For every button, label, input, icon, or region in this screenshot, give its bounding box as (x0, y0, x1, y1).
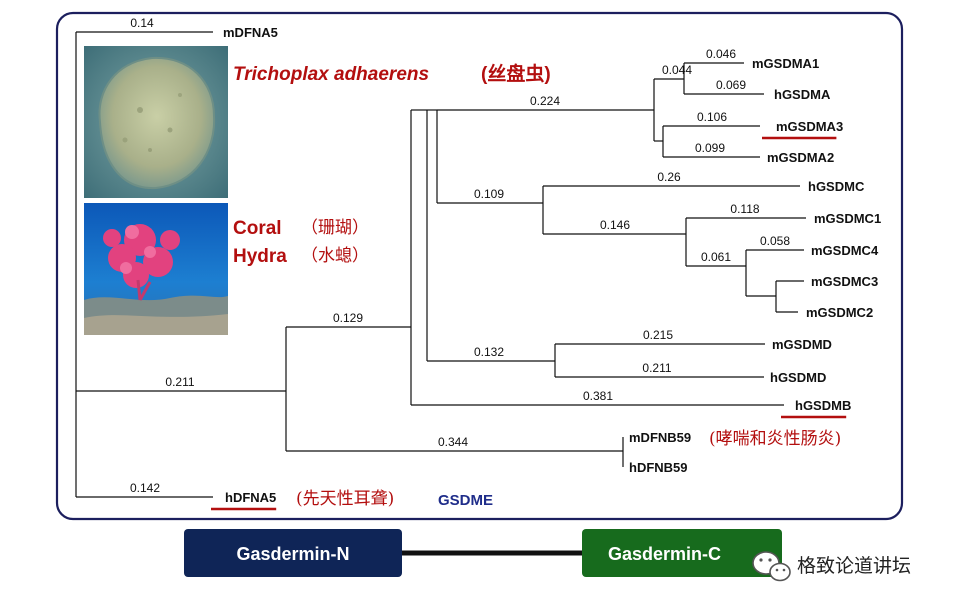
leaf-mGSDMA1: mGSDMA1 (752, 56, 819, 71)
trichoplax-cn-label: (丝盘虫) (481, 62, 551, 85)
branch-length-mDFNA5: 0.14 (130, 16, 154, 30)
watermark: 格致论道讲坛 (752, 551, 911, 582)
branch-length-cladeGSDM: 0.129 (333, 311, 363, 325)
gasdermin-n-domain (184, 529, 402, 577)
branch-length-cladeD: 0.132 (474, 345, 504, 359)
leaf-mGSDMC4: mGSDMC4 (811, 243, 879, 258)
trichoplax-photo (84, 46, 228, 198)
leaf-mGSDMC1: mGSDMC1 (814, 211, 881, 226)
branch-length-hGSDMC: 0.26 (657, 170, 681, 184)
hdfna5-disease-note: (先天性耳聋) (296, 489, 394, 509)
coral-label: Coral (233, 218, 282, 239)
leaf-mDFNB59: mDFNB59 (629, 430, 691, 445)
leaf-hGSDMB: hGSDMB (795, 398, 851, 413)
trichoplax-label: Trichoplax adhaerens (233, 64, 429, 85)
branch-length-cladeDFNB59: 0.344 (438, 435, 468, 449)
branch-length-mGSDMA3: 0.106 (697, 110, 727, 124)
branch-length-mGSDMC4: 0.058 (760, 234, 790, 248)
branch-length-cladeAC: 0.109 (474, 187, 504, 201)
branch-length-hDFNA5: 0.142 (130, 481, 160, 495)
dfnb59-disease-note: (哮喘和炎性肠炎) (709, 429, 841, 449)
branch-length-hGSDMA: 0.069 (716, 78, 746, 92)
leaf-hGSDMD: hGSDMD (770, 370, 826, 385)
leaf-mGSDMC2: mGSDMC2 (806, 305, 873, 320)
gasdermin-c-domain (582, 529, 782, 577)
figure-frame (55, 11, 904, 521)
hydra-cn-label: （水螅） (301, 246, 369, 266)
branch-length-mGSDMA2: 0.099 (695, 141, 725, 155)
watermark-text: 格致论道讲坛 (797, 555, 911, 577)
gasdermin-c-label: Gasdermin-C (608, 544, 721, 564)
leaf-mGSDMC3: mGSDMC3 (811, 274, 878, 289)
leaf-hDFNA5: hDFNA5 (225, 490, 276, 505)
branch-length-mGSDMC1: 0.118 (730, 202, 759, 216)
leaf-hGSDMC: hGSDMC (808, 179, 865, 194)
leaf-hDFNB59: hDFNB59 (629, 460, 688, 475)
branch-length-hGSDMD: 0.211 (642, 361, 671, 375)
gasdermin-n-label: Gasdermin-N (236, 544, 349, 564)
branch-length-cladeA: 0.224 (530, 94, 560, 108)
branch-length-mGSDMD: 0.215 (643, 328, 673, 342)
branch-length-cladeC34: 0.061 (701, 250, 731, 264)
coral-cn-label: （珊瑚） (301, 218, 369, 238)
leaf-mDFNA5: mDFNA5 (223, 25, 278, 40)
leaf-hGSDMA: hGSDMA (774, 87, 831, 102)
branch-length-cladeA1: 0.044 (662, 63, 692, 77)
leaf-mGSDMA3: mGSDMA3 (776, 119, 843, 134)
branch-length-cladeMain: 0.211 (165, 375, 194, 389)
coral-photo (84, 203, 228, 335)
leaf-mGSDMA2: mGSDMA2 (767, 150, 834, 165)
wechat-icon (752, 551, 791, 582)
branch-length-hGSDMB: 0.381 (583, 389, 613, 403)
branch-length-cladeC: 0.146 (600, 218, 630, 232)
leaf-mGSDMD: mGSDMD (772, 337, 832, 352)
gsdme-label: GSDME (438, 492, 493, 509)
hydra-label: Hydra (233, 246, 287, 267)
branch-length-mGSDMA1: 0.046 (706, 47, 736, 61)
